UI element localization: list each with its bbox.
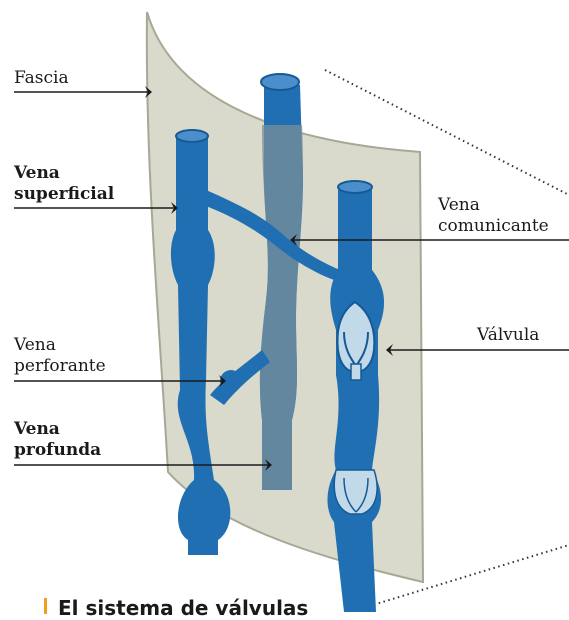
label-vena-superficial-line1: Vena xyxy=(14,163,60,184)
label-valvula: Válvula xyxy=(477,325,539,346)
label-vena-comunicante-line1: Vena xyxy=(438,195,480,216)
valve-closed xyxy=(334,470,377,514)
label-vena-perforante-line2: perforante xyxy=(14,356,106,377)
label-vena-profunda-line2: profunda xyxy=(14,440,101,461)
label-vena-superficial-line2: superficial xyxy=(14,184,114,205)
label-vena-comunicante-line2: comunicante xyxy=(438,216,549,237)
section-heading: El sistema de válvulas xyxy=(58,596,308,620)
label-vena-profunda-line1: Vena xyxy=(14,419,60,440)
label-fascia: Fascia xyxy=(14,68,69,89)
label-vena-perforante-line1: Vena xyxy=(14,335,56,356)
